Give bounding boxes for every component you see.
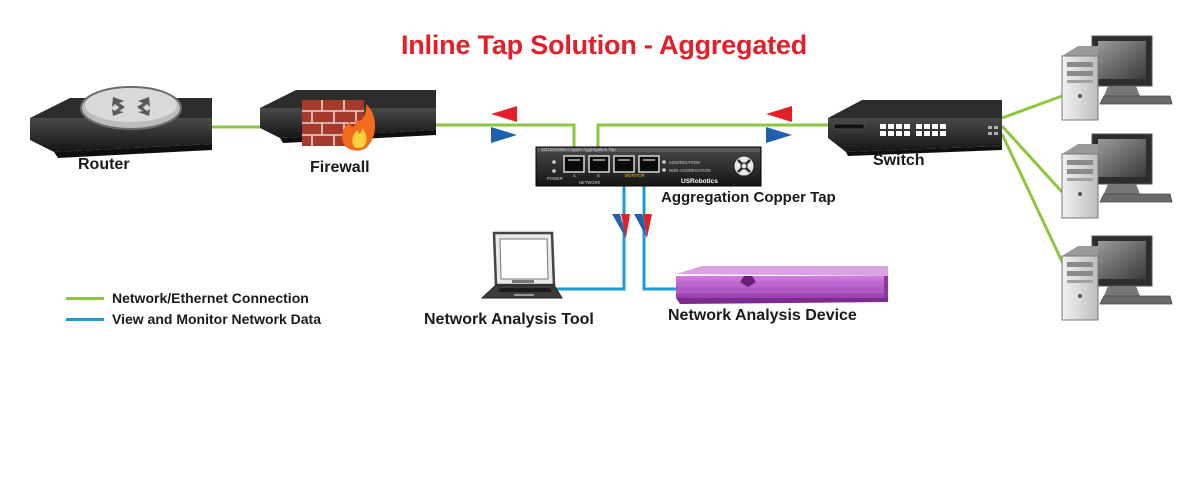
firewall-icon: [260, 90, 436, 151]
down-arrow-icon: [621, 214, 630, 238]
switch-pc2-link: [1000, 124, 1064, 194]
left-arrow-icon: [491, 106, 517, 122]
desktop-computer-icon: [1061, 35, 1173, 121]
network-links: [208, 94, 1068, 271]
analysis-device-icon: [676, 266, 888, 304]
legend-item-network: Network/Ethernet Connection: [66, 290, 309, 306]
status-led-icon: [662, 168, 666, 172]
left-arrow-icon: [766, 106, 792, 122]
firewall-tap-link: [432, 123, 576, 154]
switch-pc3-link: [1000, 133, 1068, 271]
laptop-icon: [480, 231, 563, 299]
flame-icon: [342, 104, 375, 151]
tap-non-aggregation-label: NON-AGGREGATION: [669, 168, 711, 173]
down-arrow-icon: [634, 214, 647, 238]
power-led-icon: [552, 160, 556, 164]
desktop-computer-icon: [1061, 235, 1173, 321]
diagram-title: Inline Tap Solution - Aggregated: [400, 30, 808, 60]
switch-ports-icon: [880, 124, 946, 136]
tap-ports: [563, 155, 660, 173]
analysis-device-label: Network Analysis Device: [668, 307, 857, 324]
tap-monitor-label: MONITOR: [625, 173, 645, 178]
legend-label-network: Network/Ethernet Connection: [112, 290, 309, 306]
switch-icon: [828, 100, 1002, 156]
legend-item-monitor: View and Monitor Network Data: [66, 311, 321, 327]
monitor-links: [550, 170, 676, 291]
tap-panel-title: 10/100/1000 Copper Aggregation Tap: [541, 147, 616, 152]
switch-pc1-link: [1001, 94, 1063, 120]
traffic-arrows: [491, 106, 792, 238]
tap-device-link: [642, 170, 676, 291]
tap-network-label: NETWORK: [579, 180, 601, 185]
desktop-computer-icon: [1061, 133, 1173, 219]
legend-line-monitor: [66, 317, 104, 321]
tap-label: Aggregation Copper Tap: [661, 189, 836, 206]
status-led-icon: [662, 160, 666, 164]
ethernet-port-icon: [588, 155, 610, 173]
copper-tap-icon: 10/100/1000 Copper Aggregation Tap POWER…: [535, 146, 762, 187]
ethernet-port-icon: [563, 155, 585, 173]
router-icon: [30, 86, 212, 158]
tap-power-label: POWER: [547, 176, 563, 181]
router-label: Router: [78, 156, 130, 173]
tap-switch-link: [596, 123, 828, 154]
tap-port-a-label: A: [573, 173, 576, 178]
tap-port-b-label: B: [597, 173, 600, 178]
tap-brand-label: USRobotics: [681, 178, 718, 185]
right-arrow-icon: [766, 127, 792, 143]
power-led-icon: [552, 169, 556, 173]
down-arrow-icon: [612, 214, 626, 238]
firewall-label: Firewall: [310, 159, 370, 176]
ethernet-port-icon: [638, 155, 660, 173]
right-arrow-icon: [491, 127, 517, 143]
down-arrow-icon: [643, 214, 652, 238]
switch-label: Switch: [873, 152, 925, 169]
legend-line-network: [66, 296, 104, 300]
legend-label-monitor: View and Monitor Network Data: [112, 311, 321, 327]
tap-aggregation-label: AGGREGATION: [669, 160, 700, 165]
tap-logo-icon: [733, 155, 755, 177]
ethernet-port-icon: [613, 155, 635, 173]
analysis-tool-label: Network Analysis Tool: [424, 311, 594, 328]
tap-tool-link: [550, 170, 626, 291]
